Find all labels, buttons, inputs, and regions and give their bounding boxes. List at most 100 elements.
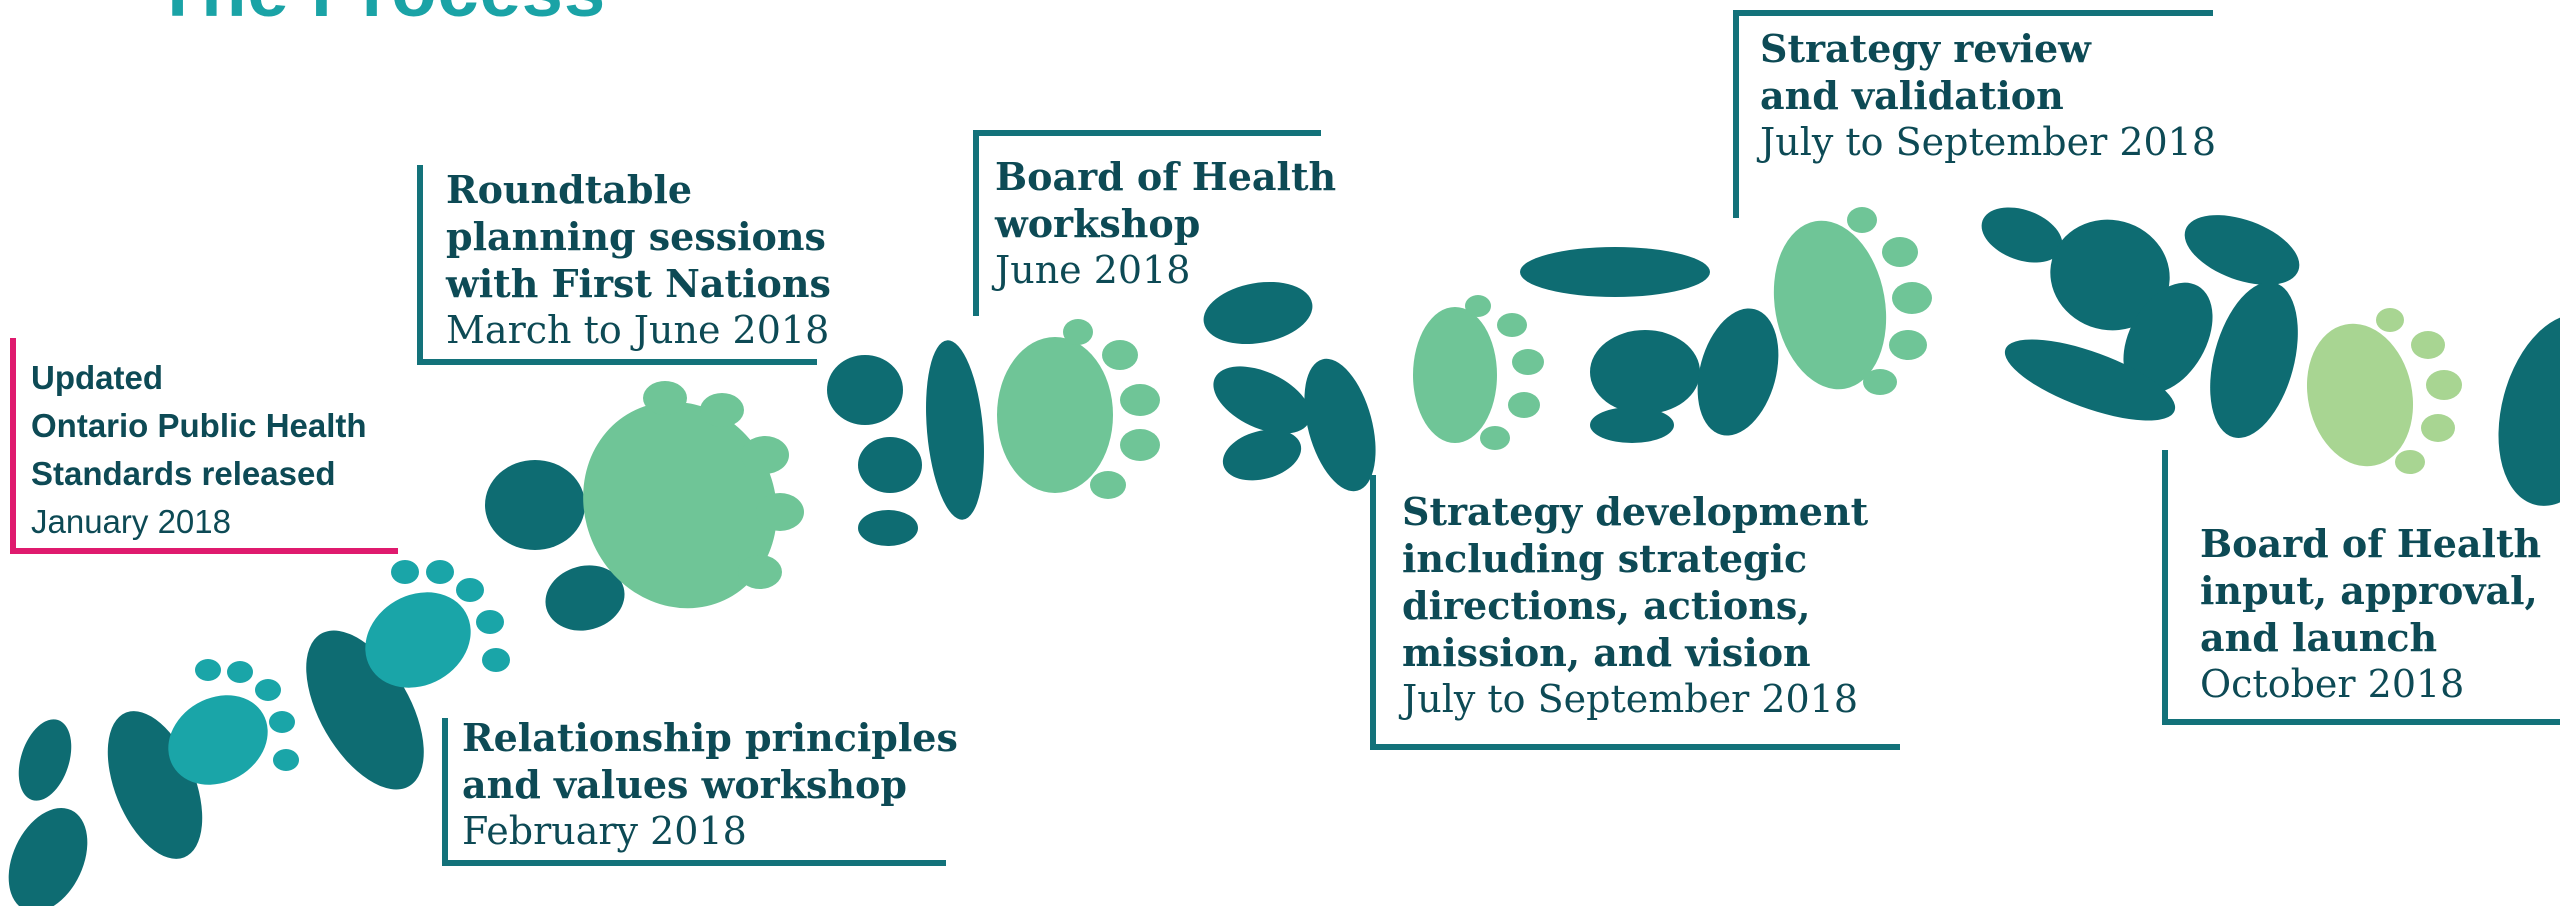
step-5-date: July to September 2018 [1402,677,1859,721]
paw-toe [1863,369,1897,395]
paw-toe [1882,237,1918,267]
hoof-print [2123,282,2213,394]
step-6-top-rule [1733,10,2213,16]
hoof-print [926,340,984,520]
paw-toe [2395,450,2425,474]
hoof-print [2050,219,2170,331]
hoof-print [545,565,625,631]
green-paw-2 [997,319,1160,499]
step-3-bottom-rule [417,359,817,365]
paw-toe [273,749,299,771]
paw-pad [2306,323,2414,467]
hoof-print [2004,339,2176,421]
step-7-bottom-rule [2162,719,2560,725]
paw-pad [1413,307,1497,443]
step-4-top-rule [973,130,1321,136]
paw-toe [1120,384,1160,416]
step-6-card: Strategy review and validation July to S… [1760,25,2216,166]
paw-toe [738,555,782,589]
step-4-heading-line: workshop [995,201,1201,246]
step-5-bottom-rule [1370,744,1900,750]
hoof-print [1590,407,1674,443]
paw-toe [700,393,744,427]
paw-toe [482,648,510,672]
hoof-print [306,630,424,790]
hoof-print [18,719,72,801]
paw-toe [1063,319,1093,345]
step-7-heading-line: input, approval, [2200,568,2538,613]
paw-toe [195,659,221,681]
step-3-heading-line: planning sessions [446,214,826,259]
paw-toe [227,661,253,683]
light-green-paw [2306,308,2462,474]
step-1-heading-line: Updated [31,359,163,396]
step-2-date: February 2018 [462,809,747,853]
hoof-print [1213,366,1311,434]
paw-toe [643,381,687,415]
paw-toe [756,493,804,531]
step-3-left-rule [417,165,423,365]
hoof-print [2210,282,2298,438]
paw-toe [741,436,789,474]
step-3-heading-line: Roundtable [446,167,693,212]
paw-toe [1102,340,1138,370]
teal-paw-1 [168,659,299,785]
hoof-print [858,437,922,493]
step-2-left-rule [442,718,448,866]
paw-toe [1120,429,1160,461]
paw-toe [1480,426,1510,450]
step-4-date: June 2018 [995,248,1191,292]
hoof-print [1304,358,1376,492]
hoof-print [827,355,903,425]
step-2-bottom-rule [442,860,946,866]
step-1-heading-line: Ontario Public Health [31,407,367,444]
step-1-card: Updated Ontario Public Health Standards … [31,354,367,546]
paw-toe [2426,370,2462,400]
step-5-heading-line: including strategic [1402,536,1808,581]
step-1-date: January 2018 [31,503,231,540]
step-3-date: March to June 2018 [446,308,830,352]
step-2-heading-line: and values workshop [462,762,907,807]
hoof-print [485,460,585,550]
paw-pad [168,695,268,785]
step-5-heading-line: directions, actions, [1402,583,1811,628]
hoof-print [1203,281,1313,345]
step-2-heading-line: Relationship principles [462,715,958,760]
page-title: The Process [155,0,606,28]
step-4-card: Board of Health workshop June 2018 [995,153,1336,294]
step-1-heading-line: Standards released [31,455,336,492]
step-6-left-rule [1733,10,1739,218]
hoof-print [8,808,88,906]
step-5-card: Strategy development including strategic… [1402,488,1868,723]
paw-toe [255,679,281,701]
step-6-date: July to September 2018 [1760,120,2217,164]
step-7-heading-line: and launch [2200,615,2438,660]
step-1-bottom-rule [10,548,398,554]
hoof-print [1697,308,1779,436]
step-3-card: Roundtable planning sessions with First … [446,166,831,354]
paw-toe [1090,471,1126,499]
hoof-print [1222,429,1302,481]
step-1-left-rule [10,338,16,554]
step-4-heading-line: Board of Health [995,154,1337,199]
paw-pad [583,401,777,609]
paw-toe [1889,330,1927,360]
hoof-print [1520,247,1710,297]
hoof-print [1981,207,2063,263]
step-7-left-rule [2162,450,2168,725]
step-5-heading-line: mission, and vision [1402,630,1811,675]
step-2-card: Relationship principles and values works… [462,714,958,855]
teal-paw-2 [365,560,510,688]
green-paw-1 [583,381,804,609]
step-6-heading-line: and validation [1760,73,2064,118]
step-3-heading-line: with First Nations [446,261,831,306]
paw-pad [1773,220,1887,390]
paw-toe [2411,331,2445,359]
paw-pad [997,337,1113,493]
step-7-date: October 2018 [2200,662,2465,706]
hoof-print [1590,330,1700,414]
paw-toe [426,560,454,584]
paw-toe [1465,295,1491,317]
step-7-heading-line: Board of Health [2200,521,2542,566]
